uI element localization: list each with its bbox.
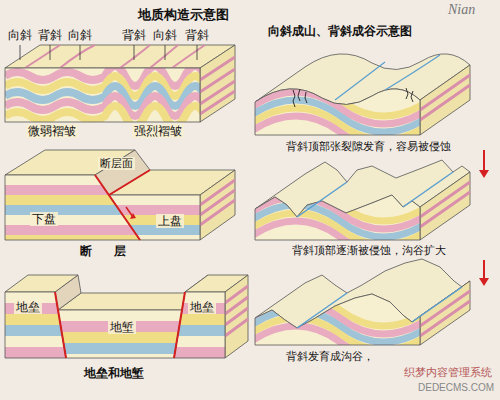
- stage-arrow: [479, 150, 489, 286]
- section-title: 向斜成山、背斜成谷示意图: [268, 24, 412, 38]
- fold-label: 背斜: [185, 28, 209, 42]
- horst-label: 地垒: [14, 300, 42, 314]
- horst-graben-block: [0, 275, 248, 365]
- fold-erosion-stage: [250, 259, 470, 358]
- stage-caption: 背斜顶部张裂隙发育，容易被侵蚀: [286, 140, 451, 153]
- watermark: 织梦内容管理系统: [404, 366, 492, 379]
- figure-caption: 断层: [80, 244, 148, 258]
- watermark: DEDECMS.COM: [418, 382, 494, 394]
- figure-caption: 地垒和地堑: [84, 366, 144, 380]
- fold-type-label: 强烈褶皱: [132, 124, 184, 138]
- horst-label: 地垒: [188, 300, 216, 314]
- diagram-title: 地质构造示意图: [138, 7, 229, 23]
- fold-block: [5, 45, 235, 126]
- fold-type-label: 微弱褶皱: [26, 124, 78, 138]
- stage-caption: 背斜发育成沟谷，: [286, 350, 374, 363]
- graben-label: 地堑: [108, 320, 136, 334]
- watermark: Nian: [448, 2, 475, 19]
- fold-label: 向斜: [8, 28, 32, 42]
- fold-label: 背斜: [38, 28, 62, 42]
- stage-caption: 背斜顶部逐渐被侵蚀，沟谷扩大: [292, 244, 446, 257]
- hanging-wall-label: 上盘: [156, 214, 184, 228]
- fault-plane-label: 断层面: [98, 157, 135, 170]
- fold-label: 向斜: [68, 28, 92, 42]
- footwall-label: 下盘: [30, 212, 58, 226]
- fold-label: 背斜: [122, 28, 146, 42]
- fold-erosion-stage: [250, 54, 470, 148]
- fold-erosion-stage: [250, 160, 470, 253]
- fault-block: [5, 150, 235, 245]
- fold-label: 向斜: [153, 28, 177, 42]
